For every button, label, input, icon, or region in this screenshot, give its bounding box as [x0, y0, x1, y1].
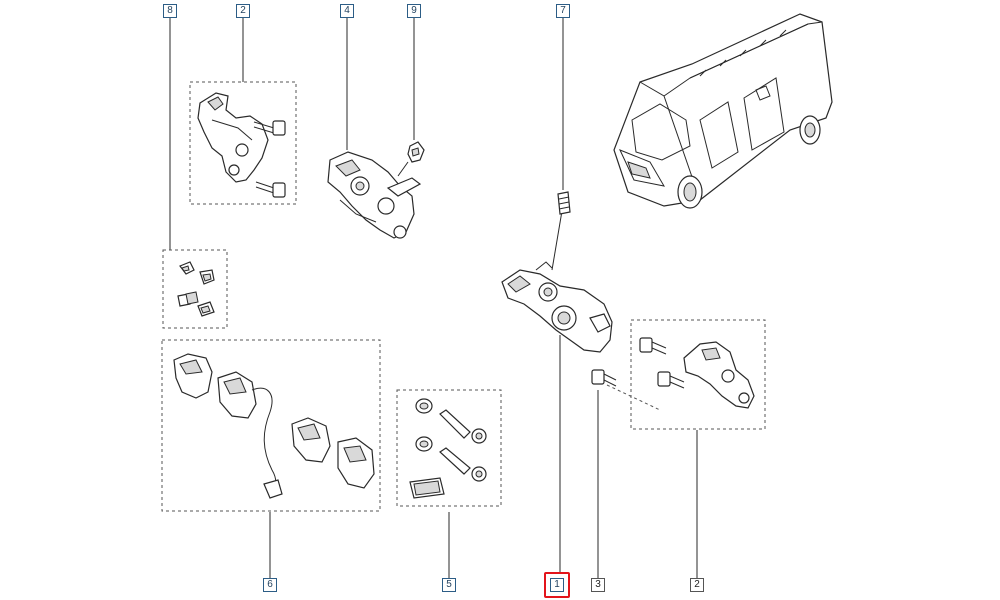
box-seal-kit: [396, 389, 502, 507]
main-caliper-part: [501, 261, 613, 353]
clip-part: [407, 141, 425, 163]
group-boxes: [161, 81, 766, 512]
callout-5[interactable]: 5: [442, 578, 456, 592]
bolt-top-1: [253, 120, 286, 136]
caliper-bracket-top-part: [197, 92, 286, 198]
bolt-part: [591, 369, 617, 387]
clips-set-part: [177, 261, 215, 317]
callout-4[interactable]: 4: [340, 4, 354, 18]
caliper-bracket-right-part: [639, 337, 755, 409]
callout-9[interactable]: 9: [407, 4, 421, 18]
callout-8[interactable]: 8: [163, 4, 177, 18]
callout-2-top[interactable]: 2: [236, 4, 250, 18]
seal-kit-part: [409, 398, 487, 499]
leader-lines: [169, 18, 698, 578]
callout-3[interactable]: 3: [591, 578, 605, 592]
box-caliper-bracket-right: [630, 319, 766, 430]
box-clips: [162, 249, 228, 329]
brake-pads-part: [173, 353, 375, 499]
callout-7[interactable]: 7: [556, 4, 570, 18]
callout-1[interactable]: 1: [550, 578, 564, 592]
van-illustration: [613, 13, 833, 209]
box-brake-pads: [161, 339, 381, 512]
caliper-handbrake-part: [327, 151, 422, 239]
callout-6[interactable]: 6: [263, 578, 277, 592]
callout-2-bottom[interactable]: 2: [690, 578, 704, 592]
bleed-screw-part: [557, 191, 571, 215]
bolt-top-2: [255, 181, 286, 198]
